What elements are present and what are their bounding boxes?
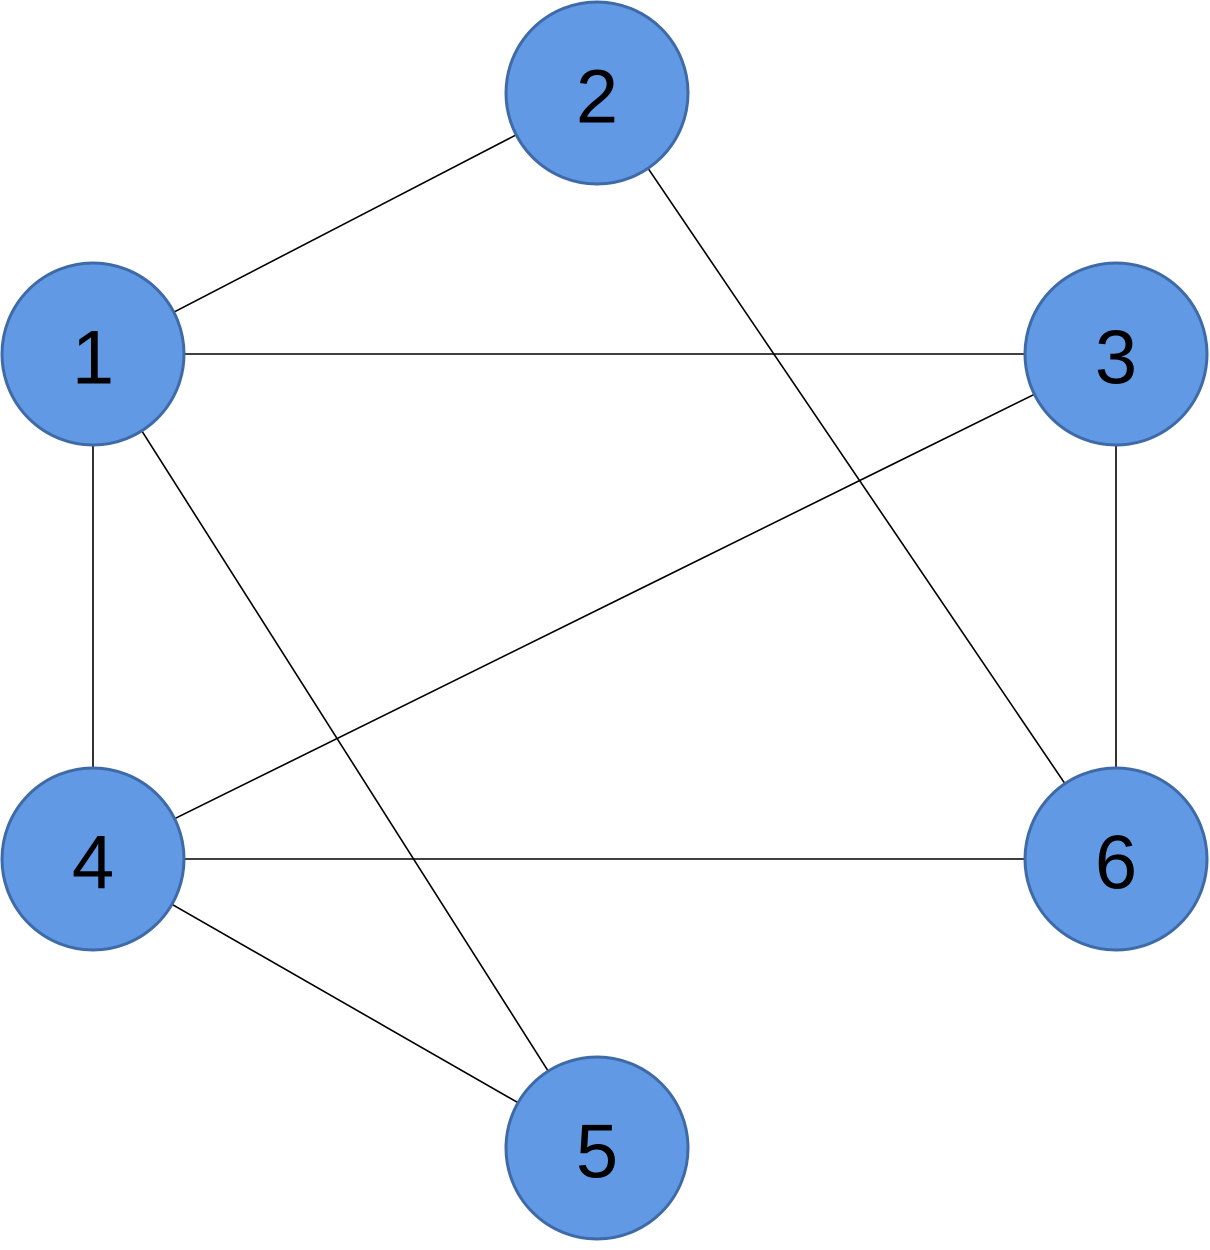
node-4: 4 — [0, 766, 186, 952]
node-label: 5 — [576, 1110, 618, 1195]
node-circle — [1023, 261, 1209, 447]
node-2: 2 — [504, 0, 690, 186]
node-circle — [504, 1055, 690, 1241]
node-1: 1 — [0, 261, 186, 447]
edge-2-6 — [647, 167, 1066, 785]
node-label: 1 — [72, 316, 114, 401]
node-label: 6 — [1095, 821, 1137, 906]
node-5: 5 — [504, 1055, 690, 1241]
node-circle — [504, 0, 690, 186]
node-6: 6 — [1023, 766, 1209, 952]
node-circle — [1023, 766, 1209, 952]
node-label: 3 — [1095, 316, 1137, 401]
node-3: 3 — [1023, 261, 1209, 447]
edges-layer — [92, 134, 1117, 1104]
edge-1-2 — [173, 134, 517, 313]
edge-4-5 — [171, 903, 519, 1104]
node-circle — [0, 766, 186, 952]
node-circle — [0, 261, 186, 447]
node-label: 4 — [72, 821, 114, 906]
edge-1-5 — [141, 430, 549, 1072]
edge-3-4 — [174, 393, 1035, 820]
node-label: 2 — [576, 55, 618, 140]
